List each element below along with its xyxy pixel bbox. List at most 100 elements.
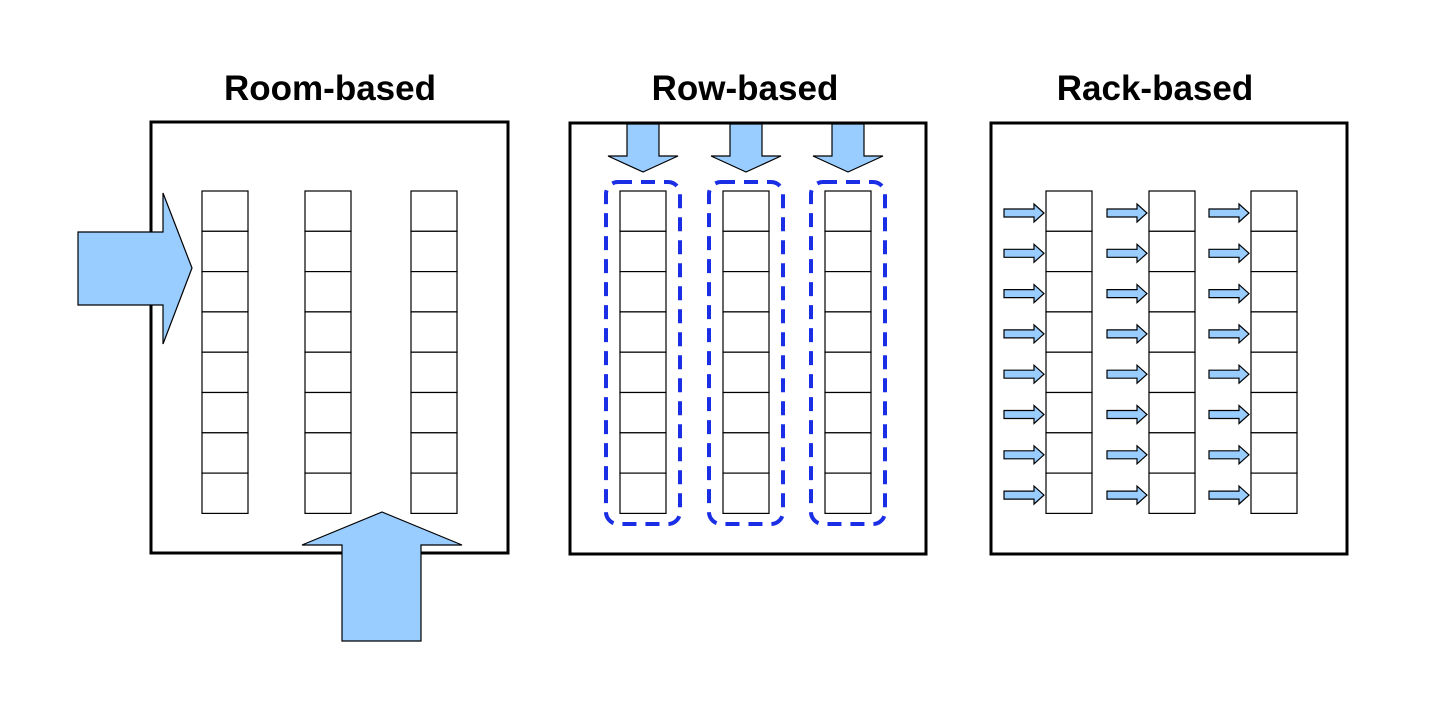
rack-based-rack-unit <box>1148 432 1196 474</box>
room-based-title: Room-based <box>224 69 436 108</box>
room-airflow-up-arrow-icon <box>301 511 463 642</box>
rack-based-rack-unit <box>1045 432 1093 474</box>
rack-airflow-right-arrow-icon <box>1106 323 1148 345</box>
room-based-rack-unit <box>410 271 458 313</box>
rack-based-rack-unit <box>1250 472 1298 515</box>
rack-based-rack-unit <box>1250 271 1298 313</box>
row-based-racks <box>619 190 872 515</box>
row-based-rack-unit <box>722 271 770 313</box>
room-based-panel <box>77 120 510 642</box>
rack-based-rack-unit <box>1148 311 1196 353</box>
row-airflow-down-arrow-icon <box>710 123 782 173</box>
row-based-rack-unit <box>722 230 770 273</box>
rack-airflow-right-arrow-icon <box>1106 242 1148 264</box>
row-based-rack-unit <box>824 230 872 273</box>
rack-airflow-right-arrow-icon <box>1106 484 1148 506</box>
room-based-rack-unit <box>410 432 458 474</box>
room-based-rack-unit <box>304 311 352 353</box>
rack-based-rack-unit <box>1045 271 1093 313</box>
row-based-rack-unit <box>619 432 667 474</box>
room-based-rack-unit <box>201 230 249 273</box>
rack-airflow-right-arrow-icon <box>1003 283 1045 304</box>
row-based-rack-unit <box>619 311 667 353</box>
rack-based-rack-unit <box>1250 311 1298 353</box>
row-based-airflow <box>607 123 884 173</box>
room-based-rack-unit <box>304 432 352 474</box>
rack-airflow-right-arrow-icon <box>1003 484 1045 506</box>
rack-airflow-right-arrow-icon <box>1003 404 1045 425</box>
rack-airflow-right-arrow-icon <box>1208 404 1250 425</box>
room-based-rack-unit <box>410 230 458 273</box>
rack-airflow-right-arrow-icon <box>1106 283 1148 304</box>
rack-based-rack-unit <box>1045 311 1093 353</box>
row-based-title: Row-based <box>652 69 839 108</box>
room-based-rack-unit <box>304 351 352 394</box>
row-based-rack-unit <box>824 432 872 474</box>
room-based-rack-unit <box>304 230 352 273</box>
room-based-rack-unit <box>201 472 249 515</box>
room-based-rack-unit <box>201 432 249 474</box>
rack-based-rack-unit <box>1148 271 1196 313</box>
rack-airflow-right-arrow-icon <box>1106 202 1148 224</box>
row-based-rack-unit <box>824 190 872 232</box>
room-based-rack-unit <box>304 190 352 232</box>
rack-airflow-right-arrow-icon <box>1208 484 1250 506</box>
row-based-rack-unit <box>722 472 770 515</box>
rack-airflow-right-arrow-icon <box>1003 323 1045 345</box>
row-based-rack-unit <box>619 472 667 515</box>
rack-based-rack-unit <box>1045 190 1093 232</box>
room-based-rack-unit <box>304 472 352 515</box>
rack-airflow-right-arrow-icon <box>1003 242 1045 264</box>
rack-airflow-right-arrow-icon <box>1208 444 1250 466</box>
rack-based-rack-unit <box>1250 432 1298 474</box>
rack-airflow-right-arrow-icon <box>1106 404 1148 425</box>
room-based-rack-unit <box>201 351 249 394</box>
rack-airflow-right-arrow-icon <box>1208 363 1250 385</box>
row-based-rack-unit <box>722 391 770 434</box>
room-based-racks <box>201 190 458 515</box>
rack-based-rack-unit <box>1148 190 1196 232</box>
row-airflow-down-arrow-icon <box>607 123 679 173</box>
room-based-rack-unit <box>201 190 249 232</box>
rack-based-rack-unit <box>1148 391 1196 434</box>
rack-airflow-right-arrow-icon <box>1208 202 1250 224</box>
rack-airflow-right-arrow-icon <box>1003 363 1045 385</box>
row-based-rack-unit <box>722 351 770 394</box>
row-based-rack-unit <box>722 190 770 232</box>
row-based-rack-unit <box>722 311 770 353</box>
rack-airflow-right-arrow-icon <box>1003 202 1045 224</box>
rack-based-airflow <box>1003 202 1250 506</box>
rack-based-rack-unit <box>1045 391 1093 434</box>
rack-airflow-right-arrow-icon <box>1208 283 1250 304</box>
room-based-rack-unit <box>201 311 249 353</box>
room-based-rack-unit <box>410 190 458 232</box>
rack-airflow-right-arrow-icon <box>1106 363 1148 385</box>
rack-based-rack-unit <box>1148 230 1196 273</box>
row-based-rack-unit <box>824 271 872 313</box>
row-containment-dashed-outline-icon <box>809 180 887 526</box>
rack-based-rack-unit <box>1148 351 1196 394</box>
rack-based-rack-unit <box>1250 391 1298 434</box>
rack-based-title: Rack-based <box>1057 69 1253 108</box>
room-airflow-right-arrow-icon <box>77 192 193 345</box>
rack-based-rack-unit <box>1045 351 1093 394</box>
rack-based-rack-unit <box>1250 351 1298 394</box>
room-based-rack-unit <box>410 311 458 353</box>
room-based-rack-unit <box>201 271 249 313</box>
row-based-rack-unit <box>619 190 667 232</box>
room-based-rack-unit <box>304 271 352 313</box>
row-based-rack-unit <box>824 391 872 434</box>
rack-based-rack-unit <box>1250 230 1298 273</box>
row-based-rack-unit <box>824 351 872 394</box>
room-based-rack-unit <box>201 391 249 434</box>
row-airflow-down-arrow-icon <box>812 123 884 173</box>
room-based-rack-unit <box>410 351 458 394</box>
row-based-rack-unit <box>824 472 872 515</box>
row-based-rack-unit <box>619 230 667 273</box>
rack-based-panel <box>989 121 1349 556</box>
rack-airflow-right-arrow-icon <box>1208 323 1250 345</box>
rack-based-rack-unit <box>1250 190 1298 232</box>
row-based-rack-unit <box>619 271 667 313</box>
rack-airflow-right-arrow-icon <box>1106 444 1148 466</box>
row-based-containment <box>604 180 887 526</box>
